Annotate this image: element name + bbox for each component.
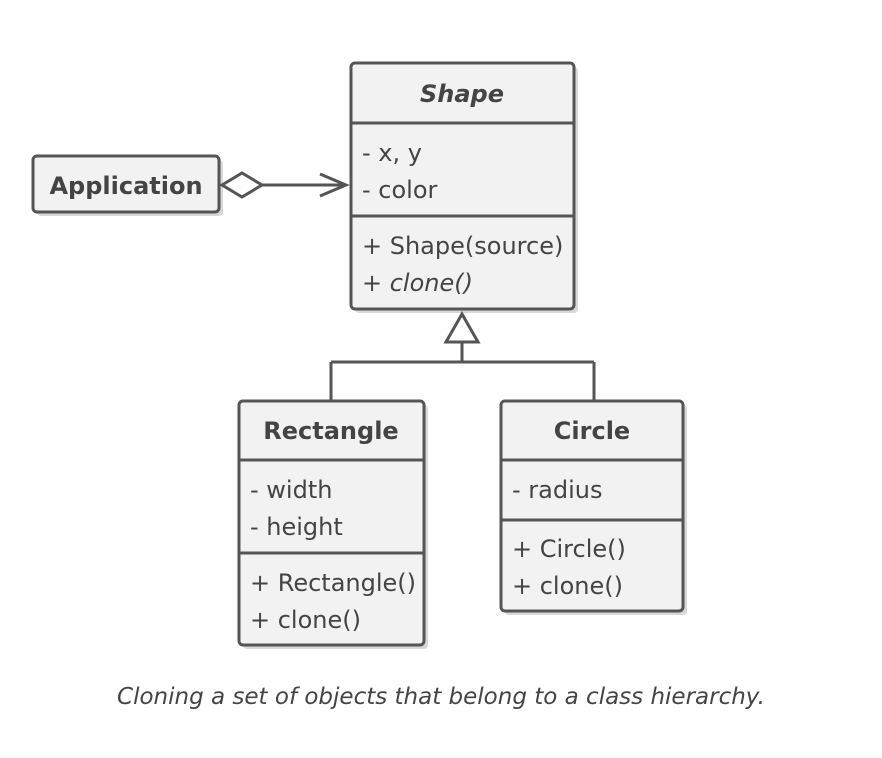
inheritance-triangle-icon [443,310,481,344]
class-circle-field: - radius [512,476,602,504]
open-arrowhead-icon [319,172,350,198]
aggregation-connector [219,171,350,199]
class-rectangle-field: - width [250,476,332,504]
class-rectangle-method: + Rectangle() [250,569,416,597]
class-circle-method: + clone() [512,572,623,600]
uml-class-diagram: Application Shape - x, y - color + Shape… [31,61,687,649]
class-circle-name: Circle [554,417,630,445]
class-circle-method: + Circle() [512,535,626,563]
class-circle: Circle - radius + Circle() + clone() [499,399,687,615]
class-application-name: Application [49,172,202,200]
class-application: Application [31,154,223,216]
class-shape-field: - x, y [362,139,422,167]
class-rectangle-method: + clone() [250,606,361,634]
class-rectangle-field: - height [250,513,343,541]
class-shape-name: Shape [420,80,504,108]
class-shape-field: - color [362,176,438,204]
figure-caption: Cloning a set of objects that belong to … [117,684,765,710]
class-shape-method: + Shape(source) [362,232,563,260]
class-rectangle-name: Rectangle [263,417,398,445]
class-rectangle: Rectangle - width - height + Rectangle()… [237,399,428,649]
aggregation-diamond-icon [219,171,265,199]
class-shape-method: + clone() [362,269,473,297]
inheritance-connector [329,310,596,400]
class-shape: Shape - x, y - color + Shape(source) + c… [349,61,578,313]
